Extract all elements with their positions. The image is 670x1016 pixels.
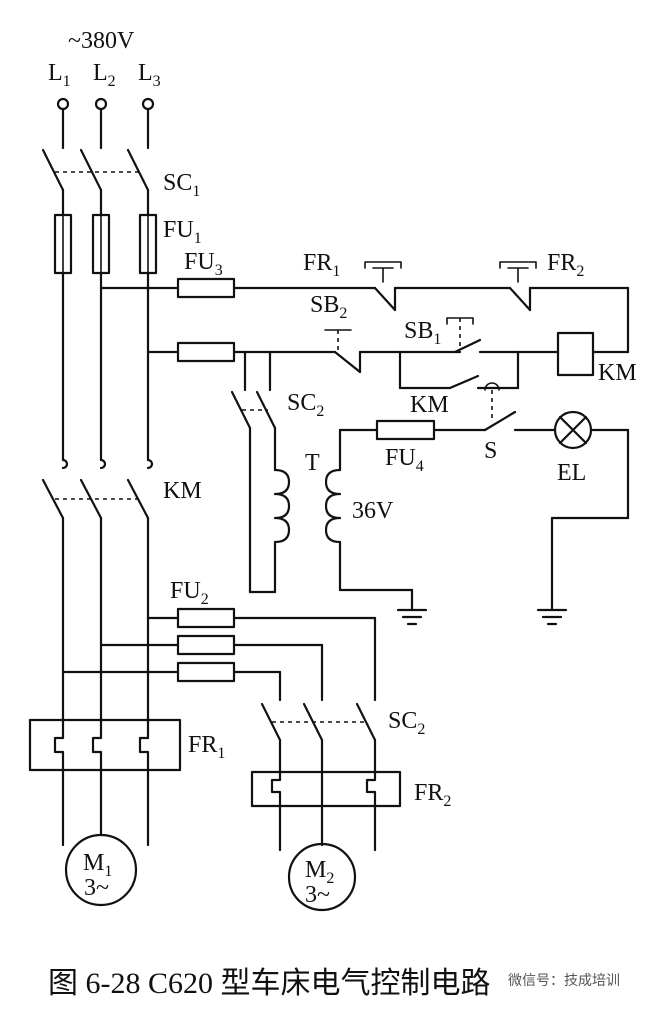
sc1-switch (41, 148, 150, 217)
km-main-contacts (41, 478, 150, 722)
watermark: 微信号：技成培训 (508, 972, 620, 988)
supply-terminals (56, 97, 155, 150)
fu1-label: FU1 (163, 217, 202, 247)
fu1-fuses (53, 213, 158, 275)
fu3-label: FU3 (184, 249, 223, 279)
km-coil-label: KM (598, 360, 637, 386)
main-bus (61, 271, 154, 470)
km-main-label: KM (163, 478, 202, 504)
labels: ~380V L1 L2 L3 SC1 FU1 FU3 FR1 FR2 SB2 S… (48, 28, 637, 1000)
sc2-bottom-label: SC2 (388, 708, 425, 738)
fr1-bottom-label: FR1 (188, 732, 225, 762)
switch-s-label: S (484, 438, 497, 464)
transformer-label: T (305, 450, 320, 476)
secondary-voltage-label: 36V (352, 498, 394, 524)
m1-label: M1 (83, 850, 112, 880)
l3-label: L3 (138, 60, 161, 90)
m1-phase-label: 3~ (84, 875, 109, 901)
m2-label: M2 (305, 857, 334, 887)
fr1-thermal-relay (28, 718, 182, 847)
control-circuit (99, 261, 630, 390)
sb2-label: SB2 (310, 292, 347, 322)
lamp-el-label: EL (557, 460, 586, 486)
motor-m1 (64, 833, 138, 907)
figure-caption: 图 6-28 C620 型车床电气控制电路 (48, 967, 491, 1000)
transformer-circuit (230, 350, 630, 626)
fu2-label: FU2 (170, 578, 209, 608)
fr2-bottom-label: FR2 (414, 780, 451, 810)
fr2-top-label: FR2 (547, 250, 584, 280)
sc2-top-label: SC2 (287, 390, 324, 420)
sc1-label: SC1 (163, 170, 200, 200)
l1-label: L1 (48, 60, 71, 90)
l2-label: L2 (93, 60, 116, 90)
m2-circuit (61, 607, 402, 912)
fr1-top-label: FR1 (303, 250, 340, 280)
fu4-label: FU4 (385, 445, 424, 475)
km-aux-label: KM (410, 392, 449, 418)
supply-voltage-label: ~380V (68, 28, 135, 54)
sb1-label: SB1 (404, 318, 441, 348)
m2-phase-label: 3~ (305, 882, 330, 908)
